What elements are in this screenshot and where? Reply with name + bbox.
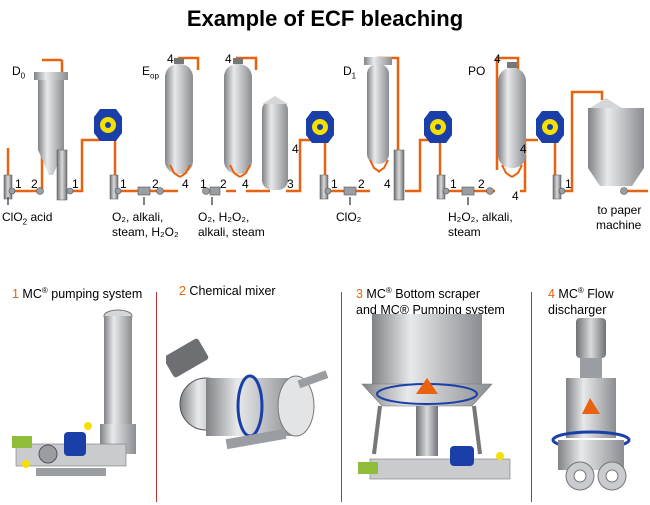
number-label: 1 (120, 177, 127, 191)
storage-tank (588, 98, 644, 186)
number-label: 2 (152, 177, 159, 191)
number-label: 4 (384, 177, 391, 191)
number-label: 4 (520, 142, 527, 156)
number-label: 1 (72, 177, 79, 191)
number-label: 4 (512, 189, 519, 203)
stage-label-d1: D1 (343, 64, 357, 81)
chemical-label-eop-feed-2: O₂, H₂O₂,alkali, steam (198, 210, 265, 239)
number-label: 1 (565, 177, 572, 191)
number-label: 3 (287, 177, 294, 191)
mc-pump-icons (94, 109, 564, 143)
flow-discharger-illustration (551, 318, 631, 491)
stage-label-eop: Eop (142, 64, 159, 81)
number-label: 2 (220, 177, 227, 191)
caption-mc-pumping-system: 1 MC® pumping system (12, 286, 143, 302)
bottom-scraper-illustration (358, 314, 511, 480)
eop-tower-1 (165, 58, 193, 174)
chemical-label-clo2: ClO₂ (336, 210, 362, 224)
number-label: 2 (358, 177, 365, 191)
number-label: 4 (167, 52, 174, 66)
separator-line (531, 292, 532, 502)
d1-tower (364, 57, 392, 164)
separator-line (156, 292, 157, 502)
number-label: 4 (242, 177, 249, 191)
caption-bottom-scraper: 3 MC® Bottom scraper and MC® Pumping sys… (356, 286, 505, 318)
chemical-label-clo2-acid: ClO2 acid (2, 210, 53, 227)
number-label: 4 (292, 142, 299, 156)
number-label: 1 (331, 177, 338, 191)
mc-pumping-system-illustration (12, 309, 136, 476)
number-label: 4 (225, 52, 232, 66)
standpipes (3, 149, 562, 201)
chemical-mixers (8, 186, 628, 196)
number-label: 2 (31, 177, 38, 191)
stage-label-d0: D0 (12, 64, 26, 81)
d0-tower (34, 72, 68, 175)
caption-flow-discharger: 4 MC® Flow discharger (548, 286, 614, 318)
chemical-label-eop-feed: O₂, alkali,steam, H₂O₂ (112, 210, 179, 239)
page-title: Example of ECF bleaching (186, 6, 464, 31)
caption-chemical-mixer: 2 Chemical mixer (179, 284, 276, 298)
number-label: 1 (15, 177, 22, 191)
eop-tower-3 (262, 96, 288, 190)
flow-dischargers (169, 159, 523, 178)
number-label: 2 (478, 177, 485, 191)
eop-tower-2 (224, 58, 252, 174)
po-tower (498, 62, 526, 168)
number-label: 1 (450, 177, 457, 191)
number-label: 1 (200, 177, 207, 191)
chemical-label-po-feed: H₂O₂, alkali,steam (448, 210, 513, 239)
separator-line (341, 292, 342, 502)
number-label: 4 (494, 52, 501, 66)
chemical-feed-arrows (7, 197, 469, 205)
number-label: 4 (182, 177, 189, 191)
stage-label-po: PO (468, 64, 486, 78)
chemical-mixer-illustration (166, 338, 329, 450)
